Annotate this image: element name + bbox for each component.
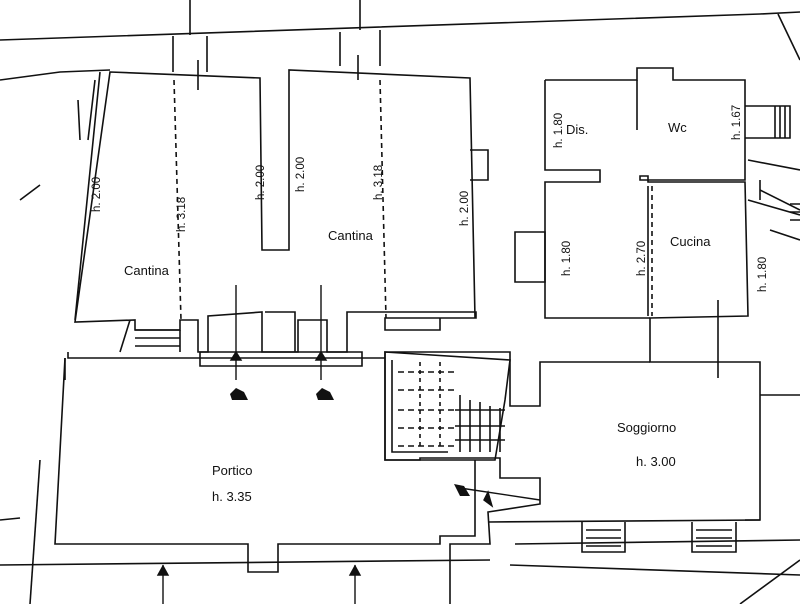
height-label-cantina-left-3: h. 2.00 xyxy=(255,165,267,200)
staircase xyxy=(384,351,511,461)
height-label-cantina-right-3: h. 2.00 xyxy=(459,191,471,226)
outer-top-line xyxy=(0,11,800,41)
outer-right-line xyxy=(777,13,800,61)
height-label-dis: h. 1.80 xyxy=(553,113,565,148)
room-label-cantina-right: Cantina xyxy=(328,228,374,243)
room-label-dis: Dis. xyxy=(566,122,588,137)
room-label-cantina-left: Cantina xyxy=(124,263,170,278)
room-height-soggiorno: h. 3.00 xyxy=(636,454,676,469)
room-height-portico: h. 3.35 xyxy=(212,489,252,504)
right-block-outline xyxy=(545,67,749,363)
height-label-cucina-left: h. 1.80 xyxy=(561,241,573,276)
height-label-cantina-left-1: h. 2.00 xyxy=(91,177,103,212)
room-label-cucina: Cucina xyxy=(670,234,711,249)
room-label-portico: Portico xyxy=(212,463,252,478)
soggiorno-outline xyxy=(384,351,650,604)
outer-left-top-line xyxy=(0,69,111,81)
room-label-soggiorno: Soggiorno xyxy=(617,420,676,435)
height-label-cantina-right-1: h. 2.00 xyxy=(295,157,307,192)
room-label-wc: Wc xyxy=(668,120,687,135)
height-label-cantina-left-2: h. 3.18 xyxy=(176,197,188,232)
height-label-wc: h. 1.67 xyxy=(731,105,743,140)
height-label-cucina-mid: h. 2.70 xyxy=(636,241,648,276)
height-label-cantina-right-2: h. 3.18 xyxy=(373,165,385,200)
light-fixture-icon xyxy=(230,388,470,496)
cantina-left-inner xyxy=(265,311,296,352)
cantina-left-outline xyxy=(74,69,477,353)
portico-outline xyxy=(54,352,476,573)
height-label-cucina-right: h. 1.80 xyxy=(757,257,769,292)
